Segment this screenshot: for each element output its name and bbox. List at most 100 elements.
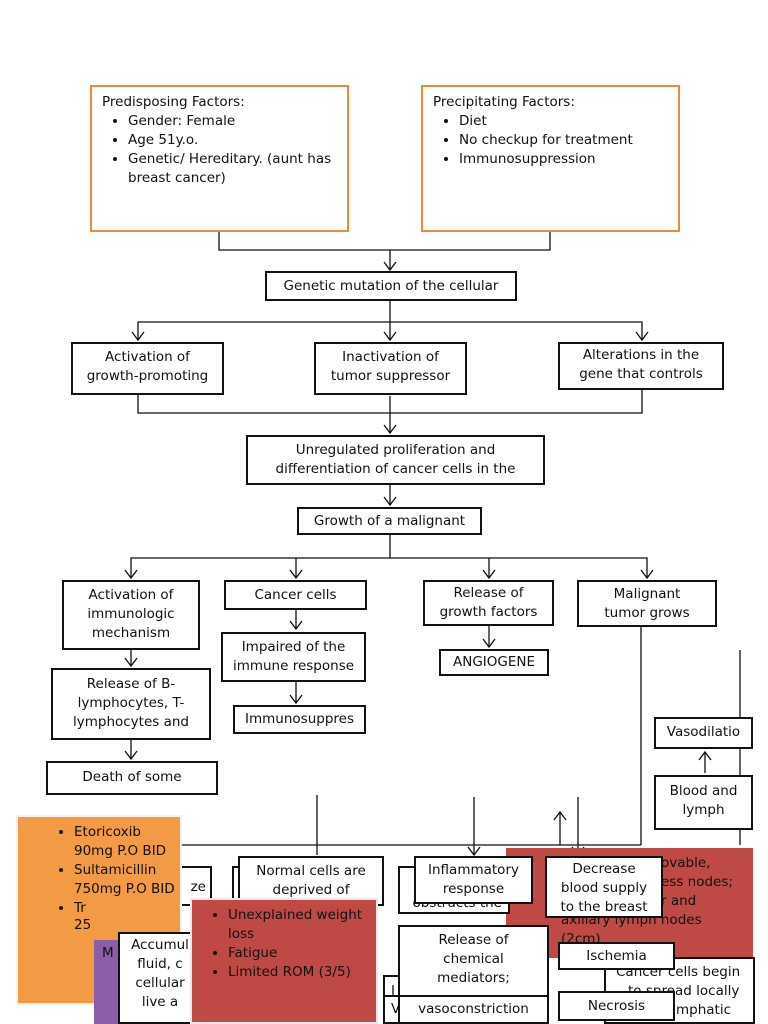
node-label: M xyxy=(102,945,114,961)
node-label: lymphocytes and xyxy=(72,714,189,730)
node-label: Genetic mutation of the cellular xyxy=(283,278,499,294)
node-label: Malignant xyxy=(613,586,681,602)
malignant-tumor-node: Malignant tumor grows xyxy=(577,580,717,627)
node-label: to the breast xyxy=(560,899,648,915)
cancer-cells-node: Cancer cells xyxy=(224,580,367,610)
node-label: chemical xyxy=(443,951,504,967)
normal-cells-deprived-node: Normal cells are deprived of xyxy=(238,856,384,906)
node-label: ANGIOGENE xyxy=(452,654,536,670)
inflammatory-response-node: Inflammatory response xyxy=(414,856,533,904)
angiogenesis-node: ANGIOGENE xyxy=(439,649,549,676)
release-chemical-mediators-node: Release of chemical mediators; xyxy=(398,925,549,997)
node-label: 25 xyxy=(74,917,92,933)
node-label: cellular xyxy=(135,975,185,991)
node-label: live a xyxy=(141,994,179,1010)
node-label: Alterations in the xyxy=(582,347,700,363)
node-label: gene that controls xyxy=(579,366,703,382)
accumulation-node: Accumul fluid, c cellular live a xyxy=(118,932,202,1024)
node-label: Inflammatory xyxy=(428,862,519,878)
node-label: Ischemia xyxy=(586,948,647,964)
list-item: No checkup for treatment xyxy=(459,131,668,150)
list-item: Immunosuppression xyxy=(459,150,668,169)
medications-list: Etoricoxib 90mg P.O BID Sultamicillin 75… xyxy=(22,823,176,918)
list-item: Sultamicillin 750mg P.O BID xyxy=(74,861,176,899)
activation-immunologic-node: Activation of immunologic mechanism xyxy=(62,580,200,650)
node-label: lymphocytes, T- xyxy=(77,695,185,711)
node-label: mechanism xyxy=(91,625,171,641)
node-label: mphatic xyxy=(676,1002,732,1018)
impaired-immune-node: Impaired of the immune response xyxy=(221,632,366,682)
node-label: Cancer cells xyxy=(254,587,337,603)
node-label: vasoconstriction xyxy=(418,1001,529,1017)
precipitating-list: Diet No checkup for treatment Immunosupp… xyxy=(433,112,668,169)
node-label: Impaired of the xyxy=(241,639,346,655)
decrease-blood-supply-node: Decrease blood supply to the breast xyxy=(545,856,663,918)
node-label: Necrosis xyxy=(587,998,646,1014)
list-item: Fatigue xyxy=(228,944,370,963)
symptoms-box: Unexplained weight loss Fatigue Limited … xyxy=(190,898,378,1024)
node-label: tumor grows xyxy=(604,605,690,621)
precipitating-title: Precipitating Factors: xyxy=(433,94,575,110)
unregulated-proliferation-node: Unregulated proliferation and differenti… xyxy=(246,435,545,485)
predisposing-title: Predisposing Factors: xyxy=(102,94,245,110)
node-label: r and xyxy=(661,893,697,909)
node-label: differentiation of cancer cells in the xyxy=(275,461,516,477)
node-label: Death of some xyxy=(82,769,182,785)
list-item: Unexplained weight loss xyxy=(228,906,370,944)
node-label: Inactivation of xyxy=(342,349,439,365)
node-label: Activation of xyxy=(88,587,174,603)
node-label: Blood and xyxy=(669,783,738,799)
node-label: lymph xyxy=(682,802,725,818)
release-lymphocytes-node: Release of B- lymphocytes, T- lymphocyte… xyxy=(51,668,211,740)
node-label: ess nodes; xyxy=(661,874,733,890)
list-item: Limited ROM (3/5) xyxy=(228,963,370,982)
list-item: Genetic/ Hereditary. (aunt has breast ca… xyxy=(128,150,337,188)
inactivation-tumor-node: Inactivation of tumor suppressor xyxy=(314,342,467,395)
node-label: Release of xyxy=(453,585,524,601)
node-label: Unregulated proliferation and xyxy=(295,442,496,458)
node-label: growth-promoting xyxy=(86,368,209,384)
node-label: ovable, xyxy=(661,855,711,871)
node-label: response xyxy=(442,881,505,897)
symptoms-list: Unexplained weight loss Fatigue Limited … xyxy=(198,906,370,982)
node-label: Vasodilatio xyxy=(666,724,741,740)
node-label: deprived of xyxy=(272,882,350,898)
node-label: Immunosuppres xyxy=(245,711,354,727)
node-label: mediators; xyxy=(437,970,510,986)
node-label: ze xyxy=(190,879,206,895)
growth-malignant-node: Growth of a malignant xyxy=(297,507,482,535)
node-label: I xyxy=(391,983,395,999)
node-label: tumor suppressor xyxy=(330,368,451,384)
node-label: Growth of a malignant xyxy=(313,513,466,529)
blood-lymph-node: Blood and lymph xyxy=(654,775,753,830)
predisposing-factors-box: Predisposing Factors: Gender: Female Age… xyxy=(90,85,349,232)
vasoconstriction-node: vasoconstriction xyxy=(398,995,549,1024)
list-item: Tr xyxy=(74,899,176,918)
alterations-gene-node: Alterations in the gene that controls xyxy=(558,342,724,390)
node-label: immune response xyxy=(232,658,355,674)
node-label: growth factors xyxy=(439,604,538,620)
list-item: Gender: Female xyxy=(128,112,337,131)
list-item: Etoricoxib 90mg P.O BID xyxy=(74,823,176,861)
node-label: Release of xyxy=(438,932,509,948)
death-some-node: Death of some xyxy=(46,761,218,795)
vasodilation-node: Vasodilatio xyxy=(654,717,753,749)
node-label: Activation of xyxy=(105,349,190,365)
ischemia-node: Ischemia xyxy=(558,942,675,970)
list-item: Age 51y.o. xyxy=(128,131,337,150)
node-label: Accumul xyxy=(131,937,189,953)
immunosuppression-node: Immunosuppres xyxy=(233,705,366,734)
necrosis-node: Necrosis xyxy=(558,991,675,1021)
node-label: Decrease xyxy=(572,861,636,877)
node-label: immunologic xyxy=(87,606,175,622)
node-label: Release of B- xyxy=(86,676,176,692)
predisposing-list: Gender: Female Age 51y.o. Genetic/ Hered… xyxy=(102,112,337,188)
node-label: V xyxy=(391,1001,401,1017)
list-item: Diet xyxy=(459,112,668,131)
node-label: blood supply xyxy=(560,880,648,896)
genetic-mutation-node: Genetic mutation of the cellular xyxy=(265,271,517,301)
activation-growth-node: Activation of growth-promoting xyxy=(71,342,224,395)
node-label: Normal cells are xyxy=(256,863,366,879)
node-label: fluid, c xyxy=(137,956,183,972)
release-growth-factors-node: Release of growth factors xyxy=(423,580,554,626)
